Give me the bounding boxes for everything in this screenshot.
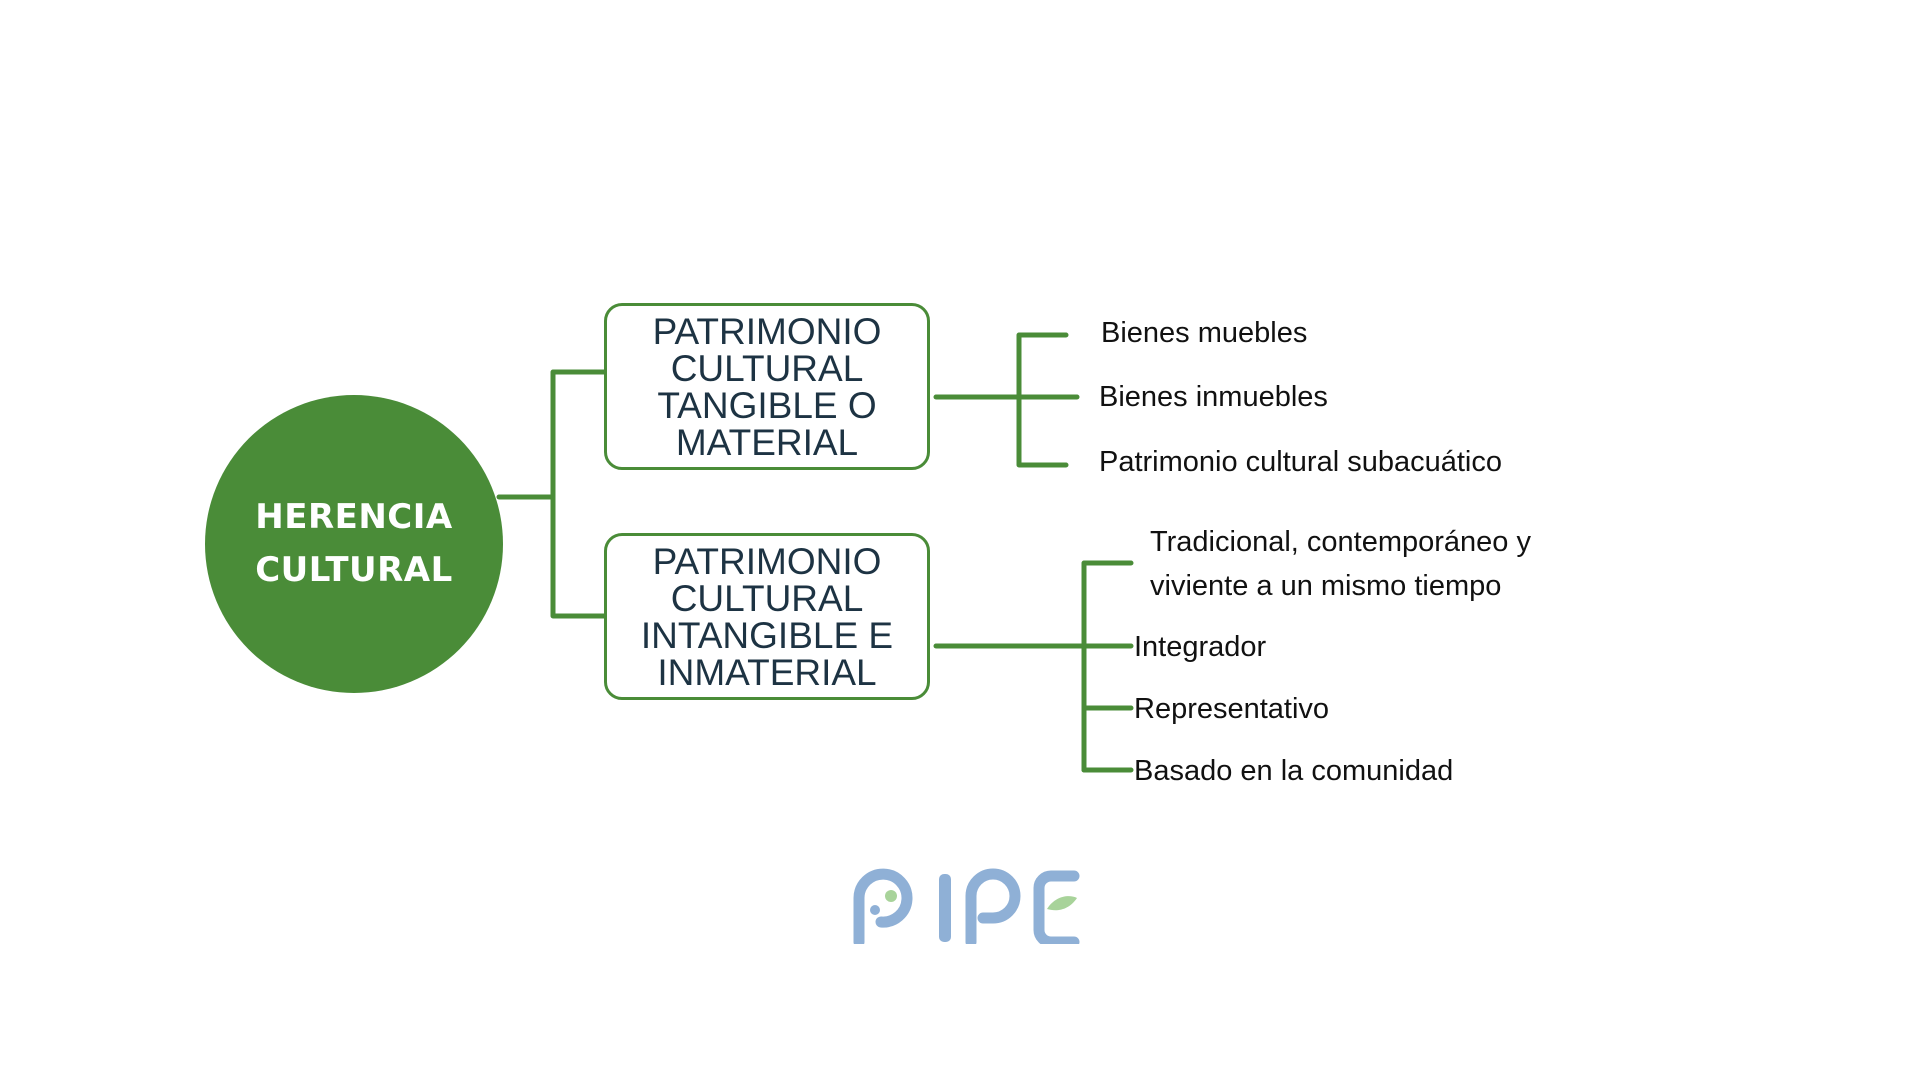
category-box-tangible: PATRIMONIO CULTURAL TANGIBLE O MATERIAL xyxy=(604,303,930,470)
leaf-patrimonio-subacuatico: Patrimonio cultural subacuático xyxy=(1099,446,1502,478)
connector-tangible-bracket xyxy=(1016,332,1069,468)
category-box-intangible: PATRIMONIO CULTURAL INTANGIBLE E INMATER… xyxy=(604,533,930,700)
category-label-intangible: PATRIMONIO CULTURAL INTANGIBLE E INMATER… xyxy=(640,540,894,693)
leaf-tradicional: Tradicional, contemporáneo y viviente a … xyxy=(1150,526,1531,602)
pipe-logo xyxy=(853,868,1080,944)
root-node: HERENCIA CULTURAL xyxy=(205,395,503,693)
connector-intangible-bracket xyxy=(1081,560,1134,773)
root-label: HERENCIA CULTURAL xyxy=(255,497,453,590)
leaf-basado-comunidad: Basado en la comunidad xyxy=(1134,755,1454,787)
leaf-representativo: Representativo xyxy=(1134,693,1330,725)
category-label-tangible: PATRIMONIO CULTURAL TANGIBLE O MATERIAL xyxy=(652,310,882,463)
leaf-integrador: Integrador xyxy=(1134,631,1267,663)
connector-root-bracket xyxy=(550,369,607,619)
leaf-bienes-inmuebles: Bienes inmuebles xyxy=(1099,381,1328,413)
leaf-bienes-muebles: Bienes muebles xyxy=(1101,317,1308,349)
